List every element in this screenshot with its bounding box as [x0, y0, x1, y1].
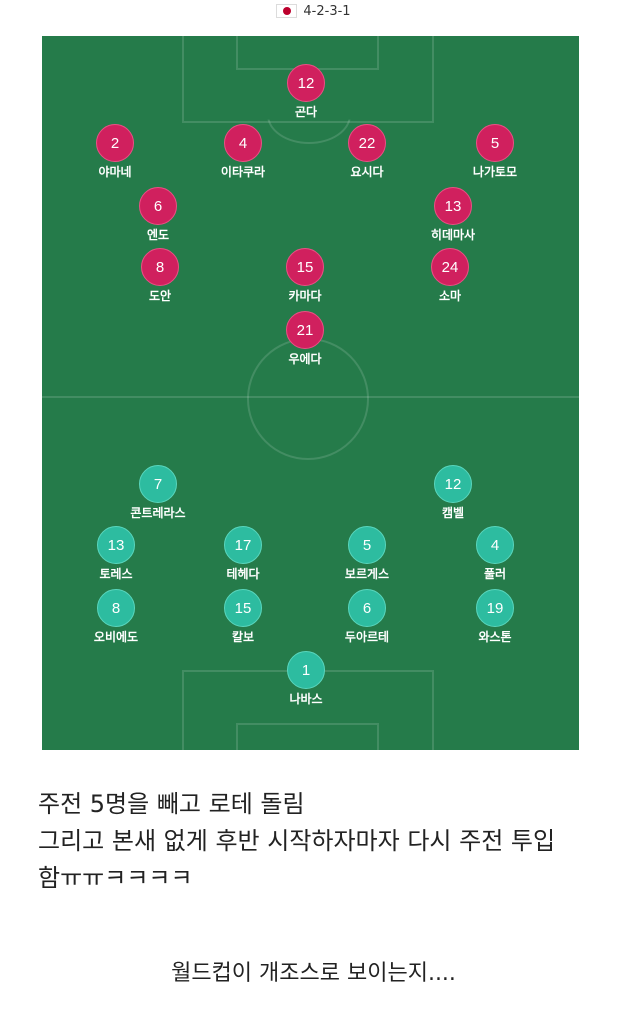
player-name: 야마네: [98, 165, 132, 179]
japan-flag-icon: [276, 4, 298, 18]
player-number: 24: [431, 248, 469, 286]
player-number: 5: [476, 124, 514, 162]
player-number: 8: [97, 589, 135, 627]
player-name: 우에다: [288, 352, 322, 366]
player-name: 이타쿠라: [220, 165, 266, 179]
player-marker[interactable]: 2 야마네: [55, 124, 175, 180]
player-number: 4: [476, 526, 514, 564]
player-name: 테헤다: [226, 567, 260, 581]
player-marker[interactable]: 12 캠벨: [393, 465, 513, 521]
player-name: 나가토모: [472, 165, 518, 179]
bottom-goal-box: [236, 723, 379, 750]
player-number: 4: [224, 124, 262, 162]
player-number: 15: [286, 248, 324, 286]
player-name: 도안: [148, 289, 172, 303]
player-number: 13: [434, 187, 472, 225]
player-number: 12: [287, 64, 325, 102]
player-number: 15: [224, 589, 262, 627]
post-comment: 주전 5명을 빼고 로테 돌림 그리고 본새 없게 후반 시작하자마자 다시 주…: [38, 786, 618, 897]
player-marker[interactable]: 12 곤다: [246, 64, 366, 120]
player-name: 토레스: [99, 567, 133, 581]
formation-header: 4-2-3-1: [0, 1, 627, 21]
player-marker[interactable]: 17 테헤다: [183, 526, 303, 582]
player-marker[interactable]: 13 토레스: [56, 526, 176, 582]
player-name: 캠벨: [441, 506, 465, 520]
player-number: 17: [224, 526, 262, 564]
player-number: 5: [348, 526, 386, 564]
player-name: 오비에도: [93, 630, 139, 644]
player-name: 보르게스: [344, 567, 390, 581]
player-number: 21: [286, 311, 324, 349]
player-number: 12: [434, 465, 472, 503]
player-name: 소마: [438, 289, 462, 303]
post-footer-text: 월드컵이 개조스로 보이는지....: [171, 961, 456, 986]
player-marker[interactable]: 6 두아르테: [307, 589, 427, 645]
player-number: 7: [139, 465, 177, 503]
player-number: 13: [97, 526, 135, 564]
comment-line: 주전 5명을 빼고 로테 돌림: [38, 790, 305, 818]
player-name: 엔도: [146, 228, 170, 242]
player-number: 6: [139, 187, 177, 225]
player-marker[interactable]: 22 요시다: [307, 124, 427, 180]
player-name: 카마다: [288, 289, 322, 303]
player-name: 칼보: [231, 630, 255, 644]
player-number: 6: [348, 589, 386, 627]
comment-line: 함ㅠㅠㅋㅋㅋㅋ: [38, 864, 193, 892]
player-marker[interactable]: 1 나바스: [246, 651, 366, 707]
comment-line: 그리고 본새 없게 후반 시작하자마자 다시 주전 투입: [38, 827, 556, 855]
player-name: 요시다: [350, 165, 384, 179]
player-name: 콘트레라스: [130, 506, 186, 520]
player-marker[interactable]: 13 히데마사: [393, 187, 513, 243]
player-name: 두아르테: [344, 630, 390, 644]
player-marker[interactable]: 21 우에다: [245, 311, 365, 367]
player-marker[interactable]: 5 나가토모: [435, 124, 555, 180]
player-marker[interactable]: 19 와스톤: [435, 589, 555, 645]
player-name: 나바스: [289, 692, 323, 706]
player-marker[interactable]: 6 엔도: [98, 187, 218, 243]
player-name: 풀러: [483, 567, 507, 581]
player-marker[interactable]: 15 카마다: [245, 248, 365, 304]
player-name: 히데마사: [430, 228, 476, 242]
player-marker[interactable]: 8 도안: [100, 248, 220, 304]
player-marker[interactable]: 5 보르게스: [307, 526, 427, 582]
player-marker[interactable]: 4 풀러: [435, 526, 555, 582]
player-marker[interactable]: 8 오비에도: [56, 589, 176, 645]
player-number: 1: [287, 651, 325, 689]
player-name: 와스톤: [478, 630, 512, 644]
player-marker[interactable]: 4 이타쿠라: [183, 124, 303, 180]
player-number: 22: [348, 124, 386, 162]
player-number: 8: [141, 248, 179, 286]
player-number: 19: [476, 589, 514, 627]
player-marker[interactable]: 24 소마: [390, 248, 510, 304]
player-marker[interactable]: 15 칼보: [183, 589, 303, 645]
formation-label: 4-2-3-1: [303, 3, 351, 19]
player-number: 2: [96, 124, 134, 162]
football-pitch: 12 곤다 2 야마네 4 이타쿠라 22 요시다 5 나가토모 6 엔도 13…: [42, 36, 579, 750]
player-name: 곤다: [294, 105, 318, 119]
player-marker[interactable]: 7 콘트레라스: [98, 465, 218, 521]
